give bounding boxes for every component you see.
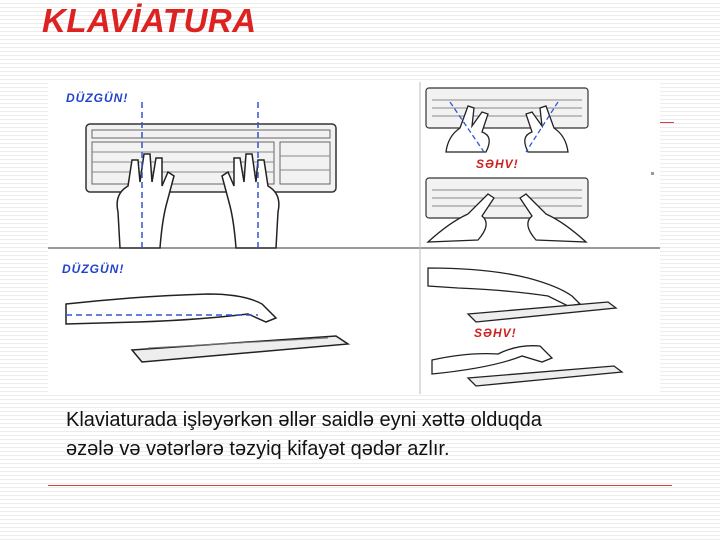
caption-line-2: əzələ və vətərlərə təzyiq kifayət qədər … xyxy=(66,438,450,460)
caption-line-1: Klaviaturada işləyərkən əllər saidlə eyn… xyxy=(66,409,542,431)
keyboard-icon xyxy=(425,177,589,219)
accent-rule-top xyxy=(660,122,674,123)
arm-side-icon xyxy=(427,267,618,323)
wrong-label-bottom: SƏHV! xyxy=(474,326,517,340)
keyboard-icon xyxy=(85,123,337,193)
arm-side-icon xyxy=(65,293,351,363)
slide-caption: Klaviaturada işləyərkən əllər saidlə eyn… xyxy=(66,406,706,464)
keyboard-icon xyxy=(425,87,589,129)
correct-label-bottom: DÜZGÜN! xyxy=(62,262,125,276)
hands-icon xyxy=(116,153,280,249)
arm-side-icon xyxy=(431,345,624,387)
slide-title: KLAVİATURA xyxy=(42,2,257,39)
illustration-svg xyxy=(48,82,660,394)
accent-rule-bottom xyxy=(48,485,672,486)
decorative-dot xyxy=(651,172,654,175)
wrong-label-top: SƏHV! xyxy=(476,157,519,171)
ergonomics-illustration: DÜZGÜN! SƏHV! DÜZGÜN! SƏHV! xyxy=(48,82,660,394)
correct-label-top: DÜZGÜN! xyxy=(66,91,129,105)
hands-icon xyxy=(426,193,588,243)
